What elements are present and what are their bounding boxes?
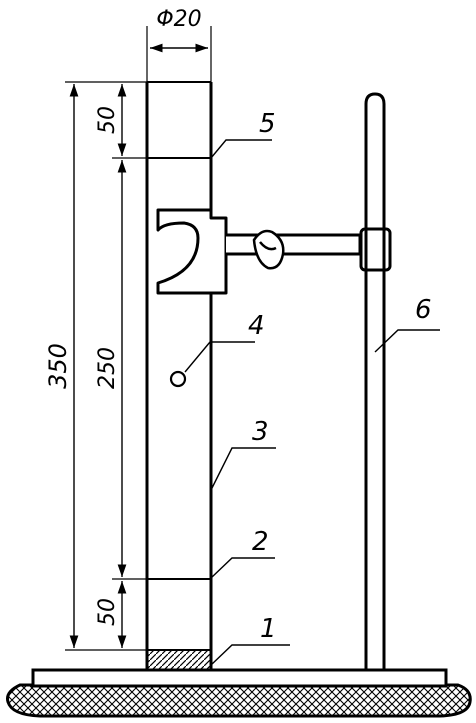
base-foot <box>6 683 472 718</box>
clamp-jaw <box>156 208 228 295</box>
tube <box>145 81 213 671</box>
labels: Φ20 350 250 50 50 1 2 3 4 5 6 <box>44 7 432 644</box>
top-section-label: 50 <box>95 106 120 134</box>
stand-rod <box>364 92 386 670</box>
leader-2 <box>210 557 275 579</box>
clamp-arm <box>226 233 362 256</box>
callout-5: 5 <box>259 109 276 139</box>
diameter-label: Φ20 <box>156 7 201 32</box>
total-height-label: 350 <box>44 343 72 389</box>
leader-4 <box>184 341 255 373</box>
wing-nut <box>252 229 285 270</box>
callout-6: 6 <box>415 295 432 325</box>
bottom-section-label: 50 <box>95 598 120 626</box>
base-plate <box>31 668 448 688</box>
callout-1: 1 <box>260 614 277 644</box>
leader-5 <box>210 139 272 159</box>
clamp <box>156 208 392 295</box>
leader-3 <box>210 447 276 491</box>
leader-6 <box>374 329 440 353</box>
callout-3: 3 <box>252 417 269 447</box>
leader-lines <box>184 139 440 666</box>
middle-section-label: 250 <box>95 347 120 389</box>
callout-2: 2 <box>252 527 269 557</box>
stopper <box>146 649 212 671</box>
dimensions <box>65 26 212 651</box>
leader-1 <box>210 644 290 666</box>
hole <box>169 370 187 388</box>
base <box>6 668 472 718</box>
callout-4: 4 <box>248 311 265 341</box>
